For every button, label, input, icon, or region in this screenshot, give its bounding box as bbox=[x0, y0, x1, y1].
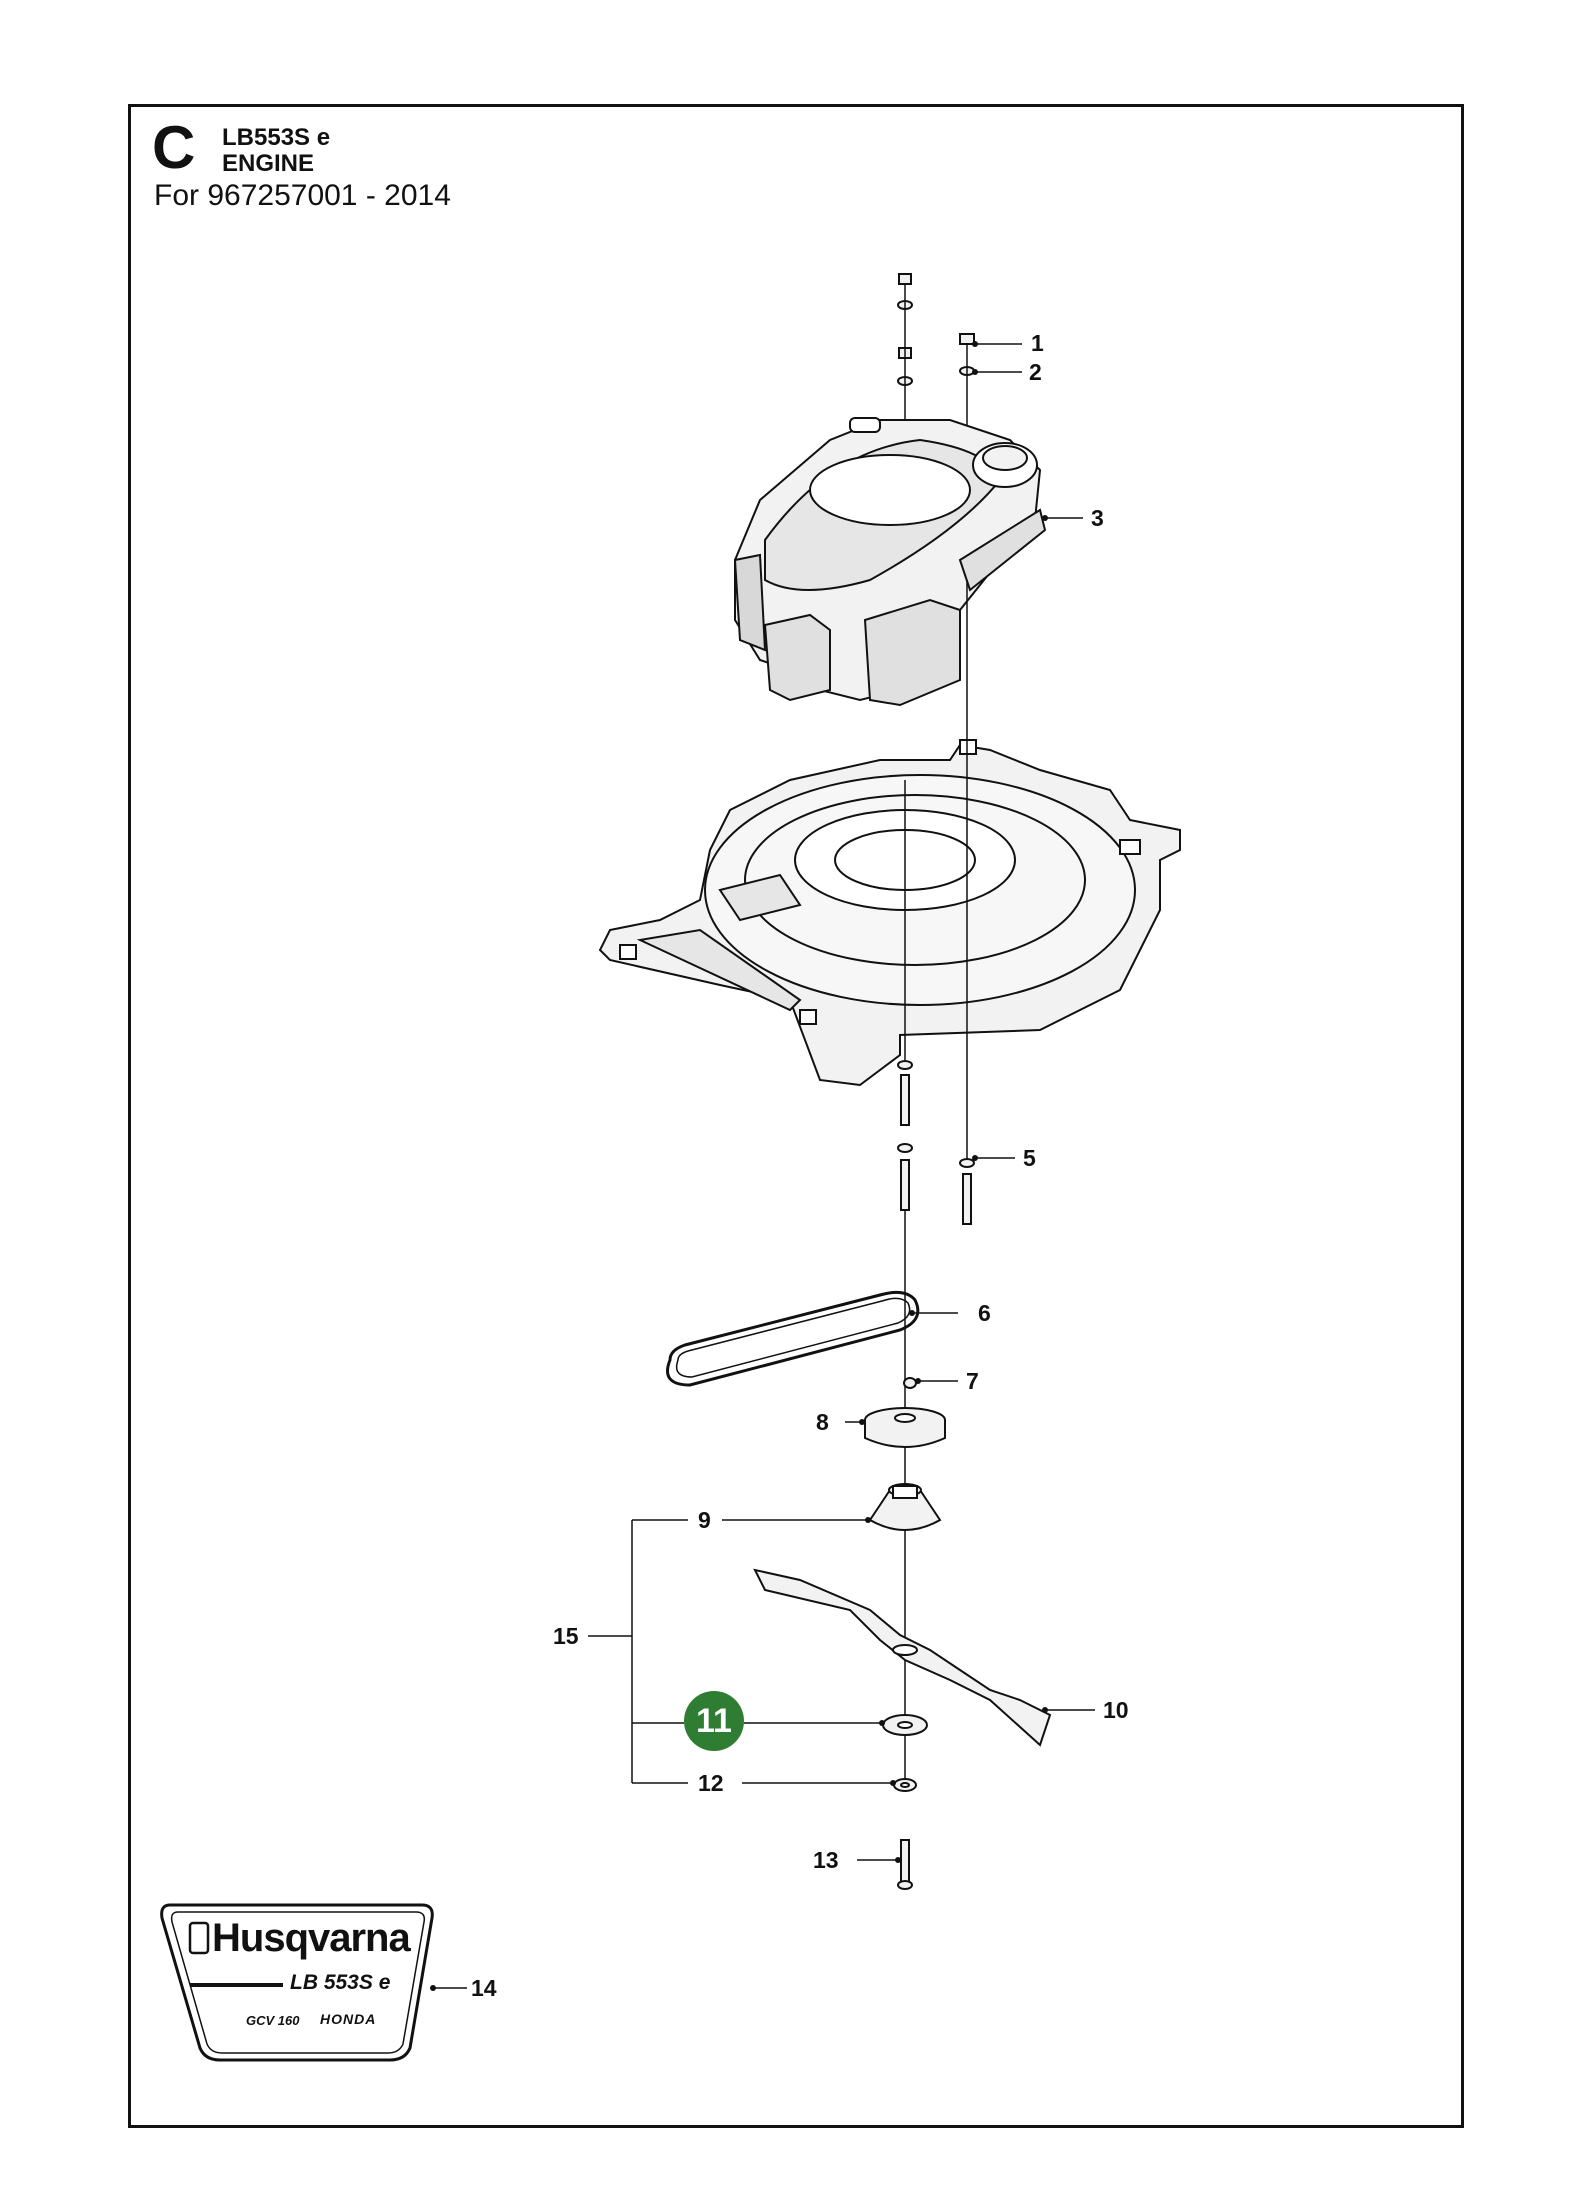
section-title: ENGINE bbox=[222, 150, 315, 177]
page-frame bbox=[128, 104, 1464, 2128]
decal-part-14 bbox=[160, 1903, 434, 2062]
leader-lines bbox=[433, 343, 1095, 1989]
callout-9: 9 bbox=[698, 1507, 711, 1533]
blade-adapter-part-9 bbox=[868, 1483, 942, 1531]
leader-dots bbox=[430, 341, 1048, 1991]
decal-brand: Husqvarna bbox=[212, 1916, 411, 1960]
nut-part-1 bbox=[959, 333, 975, 345]
decal-model: LB 553S e bbox=[290, 1971, 391, 1994]
blade-part-10 bbox=[753, 1568, 1052, 1747]
bolt-left-upper bbox=[897, 1060, 913, 1211]
callout-5: 5 bbox=[1023, 1145, 1036, 1171]
callout-3: 3 bbox=[1091, 505, 1104, 531]
belt-part-6 bbox=[666, 1290, 920, 1387]
washer-part-12 bbox=[893, 1778, 917, 1792]
washer-part-11 bbox=[882, 1714, 928, 1736]
serial-line: For 967257001 - 2014 bbox=[154, 179, 451, 212]
callout-7: 7 bbox=[966, 1368, 979, 1394]
decal-engine-brand: HONDA bbox=[320, 2011, 377, 2027]
callout-15: 15 bbox=[553, 1623, 579, 1649]
callout-11-highlight: 11 bbox=[684, 1691, 744, 1751]
callout-8: 8 bbox=[816, 1409, 829, 1435]
callout-1: 1 bbox=[1031, 330, 1044, 356]
callout-12: 12 bbox=[698, 1770, 724, 1796]
engine-part-3 bbox=[733, 417, 1047, 707]
mower-deck bbox=[598, 739, 1181, 1087]
callout-6: 6 bbox=[978, 1300, 991, 1326]
callout-13: 13 bbox=[813, 1847, 839, 1873]
callout-10: 10 bbox=[1103, 1697, 1129, 1723]
callout-2: 2 bbox=[1029, 359, 1042, 385]
decal-engine: GCV 160 bbox=[246, 2013, 300, 2028]
bolt-part-13 bbox=[897, 1839, 913, 1890]
model-name: LB553S e bbox=[222, 124, 331, 151]
callout-14: 14 bbox=[471, 1975, 497, 2001]
key-part-7 bbox=[903, 1377, 917, 1389]
husqvarna-crown-icon bbox=[188, 1921, 210, 1955]
pulley-part-8 bbox=[864, 1407, 946, 1448]
bolt-part-5 bbox=[959, 1158, 975, 1225]
section-letter: C bbox=[152, 114, 196, 181]
